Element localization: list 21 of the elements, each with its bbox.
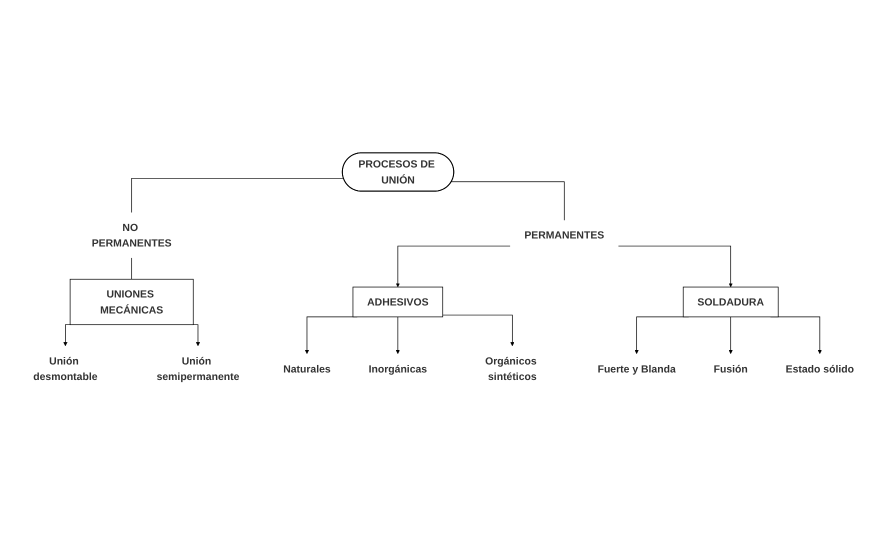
node-text: Fuerte y Blanda — [598, 362, 676, 375]
arrow — [728, 316, 733, 354]
node-text: Inorgánicas — [368, 362, 428, 375]
node-text: Naturales — [283, 362, 331, 375]
node-text: Unión semipermanente — [156, 354, 240, 382]
node-text: Estado sólido — [786, 362, 854, 375]
node-text: PERMANENTES — [524, 229, 604, 241]
arrow — [618, 246, 733, 288]
node-box: SOLDADURA — [682, 286, 779, 318]
connector — [451, 181, 565, 220]
node-text: NO PERMANENTES — [92, 221, 172, 249]
arrow — [396, 246, 510, 288]
node-box: UNIONES MECÁNICAS — [70, 278, 194, 325]
connector — [131, 178, 344, 213]
arrow — [396, 316, 400, 354]
arrow — [442, 314, 514, 346]
node-text: Fusión — [714, 362, 748, 375]
node-text: Orgánicos sintéticos — [485, 354, 537, 382]
node-box: ADHESIVOS — [352, 286, 444, 318]
connector — [131, 257, 132, 280]
node-text: Unión desmontable — [33, 354, 98, 382]
